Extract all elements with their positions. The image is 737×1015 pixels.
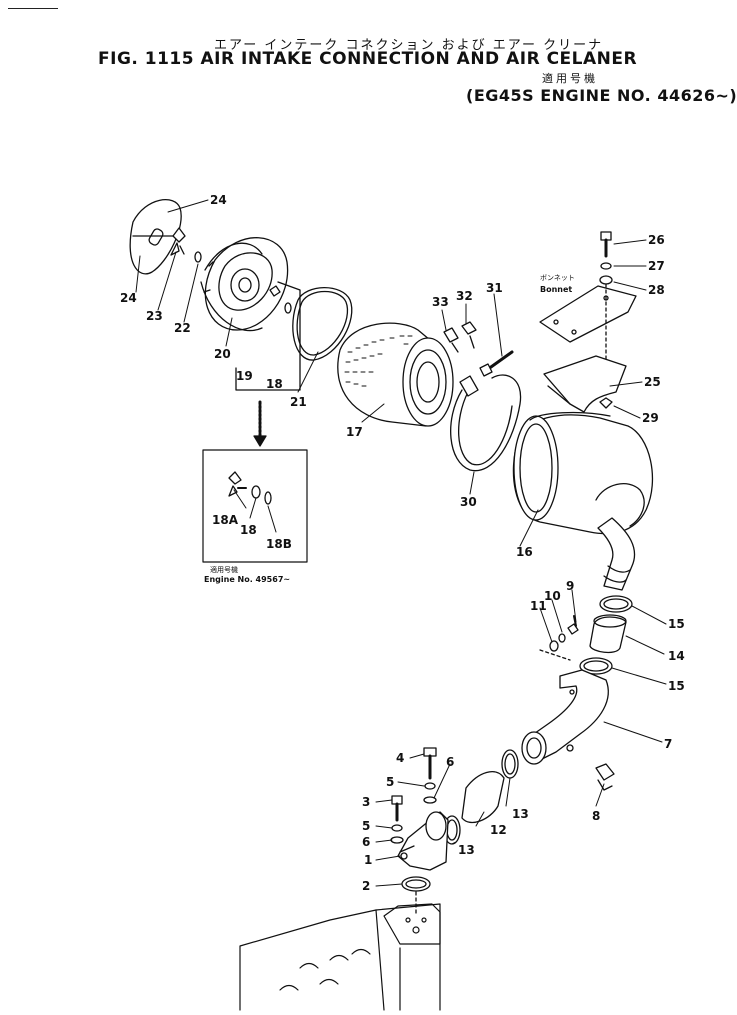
part-8-sensor (595, 763, 615, 791)
part-20-cover (200, 237, 289, 332)
callout-26: 26 (648, 233, 665, 247)
top-rule (8, 8, 58, 9)
callout-10: 10 (544, 589, 561, 603)
callout-32: 32 (456, 289, 473, 303)
part-bonnet-plate (539, 285, 637, 343)
callout-14: 14 (668, 649, 685, 663)
outlet-pipe (597, 517, 636, 591)
part-33-plug (443, 327, 459, 353)
figure-title: FIG. 1115 AIR INTAKE CONNECTION AND AIR … (98, 49, 638, 69)
callout-4: 4 (396, 751, 404, 765)
callout-numbers: 24 24 23 22 20 19 18 21 17 33 32 31 26 2… (120, 193, 685, 893)
part-15-lower-clamp (579, 657, 613, 675)
callout-22: 22 (174, 321, 191, 335)
callout-18B: 18B (266, 537, 292, 551)
part-4-bolt (423, 747, 437, 780)
part-12-hose (461, 771, 505, 823)
callout-7: 7 (664, 737, 672, 751)
callout-9: 9 (566, 579, 574, 593)
callout-6-lower: 6 (362, 835, 370, 849)
engine-block (239, 903, 441, 1011)
title-japanese: エアー インテーク コネクション および エアー クリーナ (214, 38, 604, 53)
callout-16: 16 (516, 545, 533, 559)
part-7-elbow-pipe (521, 669, 609, 765)
part-18-inset-washer (251, 485, 261, 499)
callout-15-lower: 15 (668, 679, 685, 693)
callout-28: 28 (648, 283, 665, 297)
callout-19: 19 (236, 369, 253, 383)
part-17-filter-element (337, 322, 454, 427)
part-21-o-ring (292, 287, 353, 361)
exploded-parts-diagram: 24 24 23 22 20 19 18 21 17 33 32 31 26 2… (120, 193, 685, 1011)
part-5-lock-washer (424, 782, 436, 790)
part-15-upper-clamp (599, 595, 633, 613)
part-16-air-cleaner-body (512, 411, 653, 535)
part-24-disc (129, 199, 182, 275)
callout-15-upper: 15 (668, 617, 685, 631)
inset-serial-english: Engine No. 49567~ (204, 575, 290, 584)
part-26-bolt (600, 231, 612, 258)
callout-20: 20 (214, 347, 231, 361)
callout-31: 31 (486, 281, 503, 295)
callout-13-left: 13 (458, 843, 475, 857)
callout-13-right: 13 (512, 807, 529, 821)
callout-2: 2 (362, 879, 370, 893)
callout-5-upper: 5 (386, 775, 394, 789)
callout-17: 17 (346, 425, 363, 439)
part-14-hose (589, 614, 627, 654)
callout-6-upper: 6 (446, 755, 454, 769)
part-25-bracket (543, 355, 627, 413)
callout-30: 30 (460, 495, 477, 509)
part-6-lower-washer (390, 836, 404, 844)
part-5-lower-lock-washer (391, 824, 403, 832)
part-3-bolt (391, 795, 403, 822)
callout-25: 25 (644, 375, 661, 389)
leader-lines (135, 199, 667, 887)
part-31-bolt (479, 350, 514, 377)
callout-27: 27 (648, 259, 665, 273)
bonnet-label: ボンネット Bonnet (540, 274, 575, 294)
part-6-washer (423, 796, 437, 804)
inset-box (202, 449, 308, 563)
part-22-washer (194, 251, 202, 263)
part-32-nut (461, 321, 477, 349)
filter-perforations (344, 335, 413, 387)
callout-23: 23 (146, 309, 163, 323)
serial-japanese: 適用号機 (542, 72, 598, 85)
part-27-lock-washer (600, 262, 612, 270)
inset-arrow (253, 400, 267, 447)
inset-serial: 適用号機 Engine No. 49567~ (204, 565, 290, 584)
part-23-wing-nut (170, 227, 186, 256)
callout-1: 1 (364, 853, 372, 867)
callout-3: 3 (362, 795, 370, 809)
callout-5-lower: 5 (362, 819, 370, 833)
callout-12: 12 (490, 823, 507, 837)
callout-29: 29 (642, 411, 659, 425)
part-13-upper-clamp (501, 749, 519, 779)
callout-33: 33 (432, 295, 449, 309)
callout-24-top: 24 (210, 193, 227, 207)
callout-24-bottom: 24 (120, 291, 137, 305)
serial-applicability: (EG45S ENGINE NO. 44626~) (466, 86, 737, 105)
part-18A-wing-bolt (228, 471, 247, 497)
callout-18A: 18A (212, 513, 239, 527)
callout-18-inset: 18 (240, 523, 257, 537)
part-2-gasket (401, 876, 431, 892)
parts-9-10-11 (539, 615, 579, 661)
part-18B-seal (264, 491, 272, 505)
part-1-intake-connector (397, 811, 449, 871)
bracket-19-18 (235, 281, 301, 391)
part-19-18-nuts (269, 285, 292, 314)
part-28-washer (599, 275, 613, 285)
bonnet-label-english: Bonnet (540, 285, 572, 294)
callout-18: 18 (266, 377, 283, 391)
part-29-nut (599, 397, 613, 409)
callout-11: 11 (530, 599, 547, 613)
diagram-page: エアー インテーク コネクション および エアー クリーナ FIG. 1115 … (8, 8, 737, 1011)
bonnet-label-japanese: ボンネット (540, 274, 575, 282)
callout-21: 21 (290, 395, 307, 409)
part-30-band-clamp (450, 374, 522, 472)
inset-serial-japanese: 適用号機 (210, 565, 238, 574)
callout-8: 8 (592, 809, 600, 823)
